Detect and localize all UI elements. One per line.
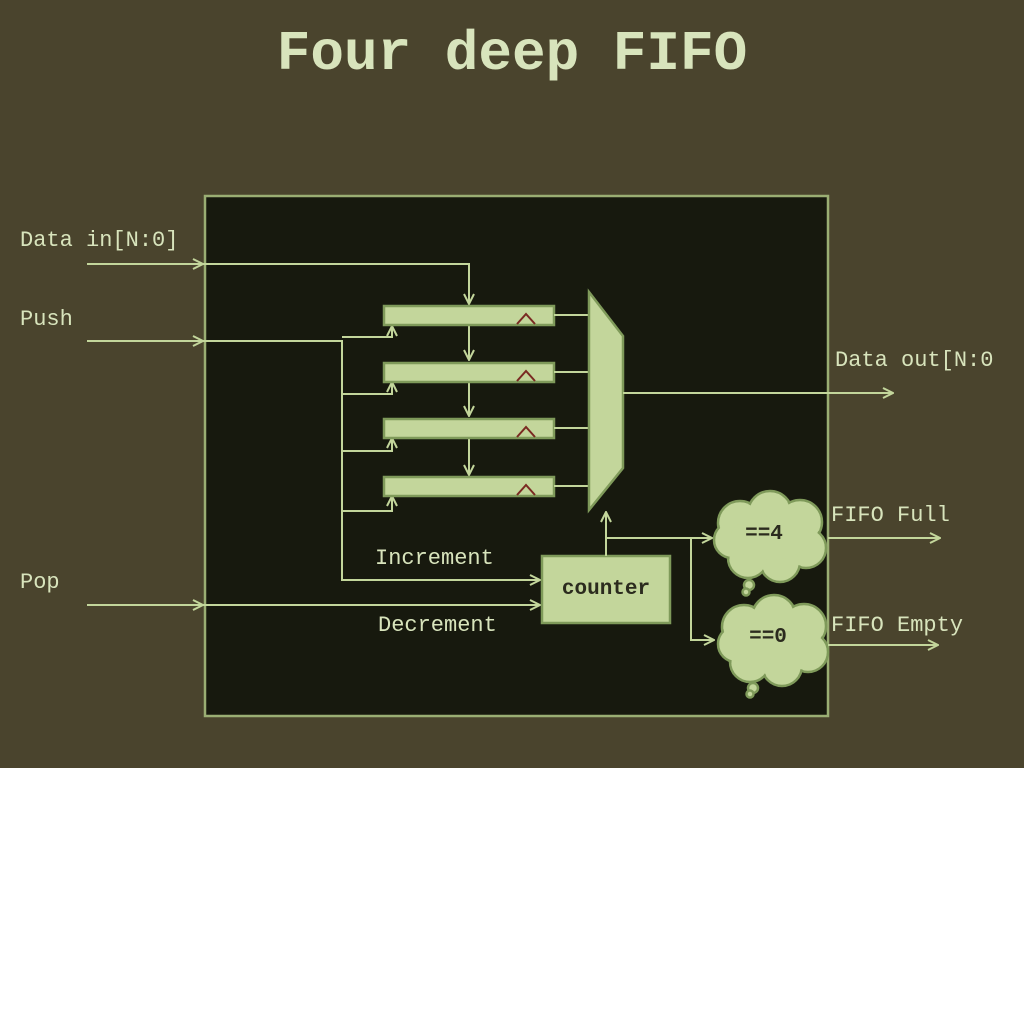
data-out-label: Data out[N:0	[835, 348, 993, 373]
slide: Four deep FIFO	[0, 0, 1024, 768]
register-to-mux-wires	[554, 314, 589, 487]
counter-output-wires	[606, 512, 714, 640]
fifo-full-label: FIFO Full	[831, 503, 950, 528]
registers	[382, 304, 556, 498]
decrement-label: Decrement	[378, 613, 497, 638]
clock-mark-icon	[516, 425, 536, 438]
clock-mark-icon	[516, 312, 536, 325]
full-compare-cloud	[712, 489, 828, 597]
clock-mark-icon	[516, 369, 536, 382]
full-compare-label: ==4	[745, 523, 783, 546]
empty-compare-cloud	[716, 593, 830, 699]
multiplexer	[587, 288, 625, 514]
clock-mark-icon	[516, 483, 536, 496]
data-in-wires	[87, 264, 469, 475]
page-title: Four deep FIFO	[276, 22, 748, 86]
empty-compare-label: ==0	[749, 626, 787, 649]
fifo-diagram: counter	[20, 194, 993, 718]
counter-label: counter	[562, 578, 650, 601]
push-label: Push	[20, 307, 73, 332]
data-in-label: Data in[N:0]	[20, 228, 178, 253]
counter-block	[540, 554, 672, 625]
push-wires	[87, 326, 540, 580]
pop-label: Pop	[20, 570, 60, 595]
fifo-empty-label: FIFO Empty	[831, 613, 963, 638]
increment-label: Increment	[375, 546, 494, 571]
